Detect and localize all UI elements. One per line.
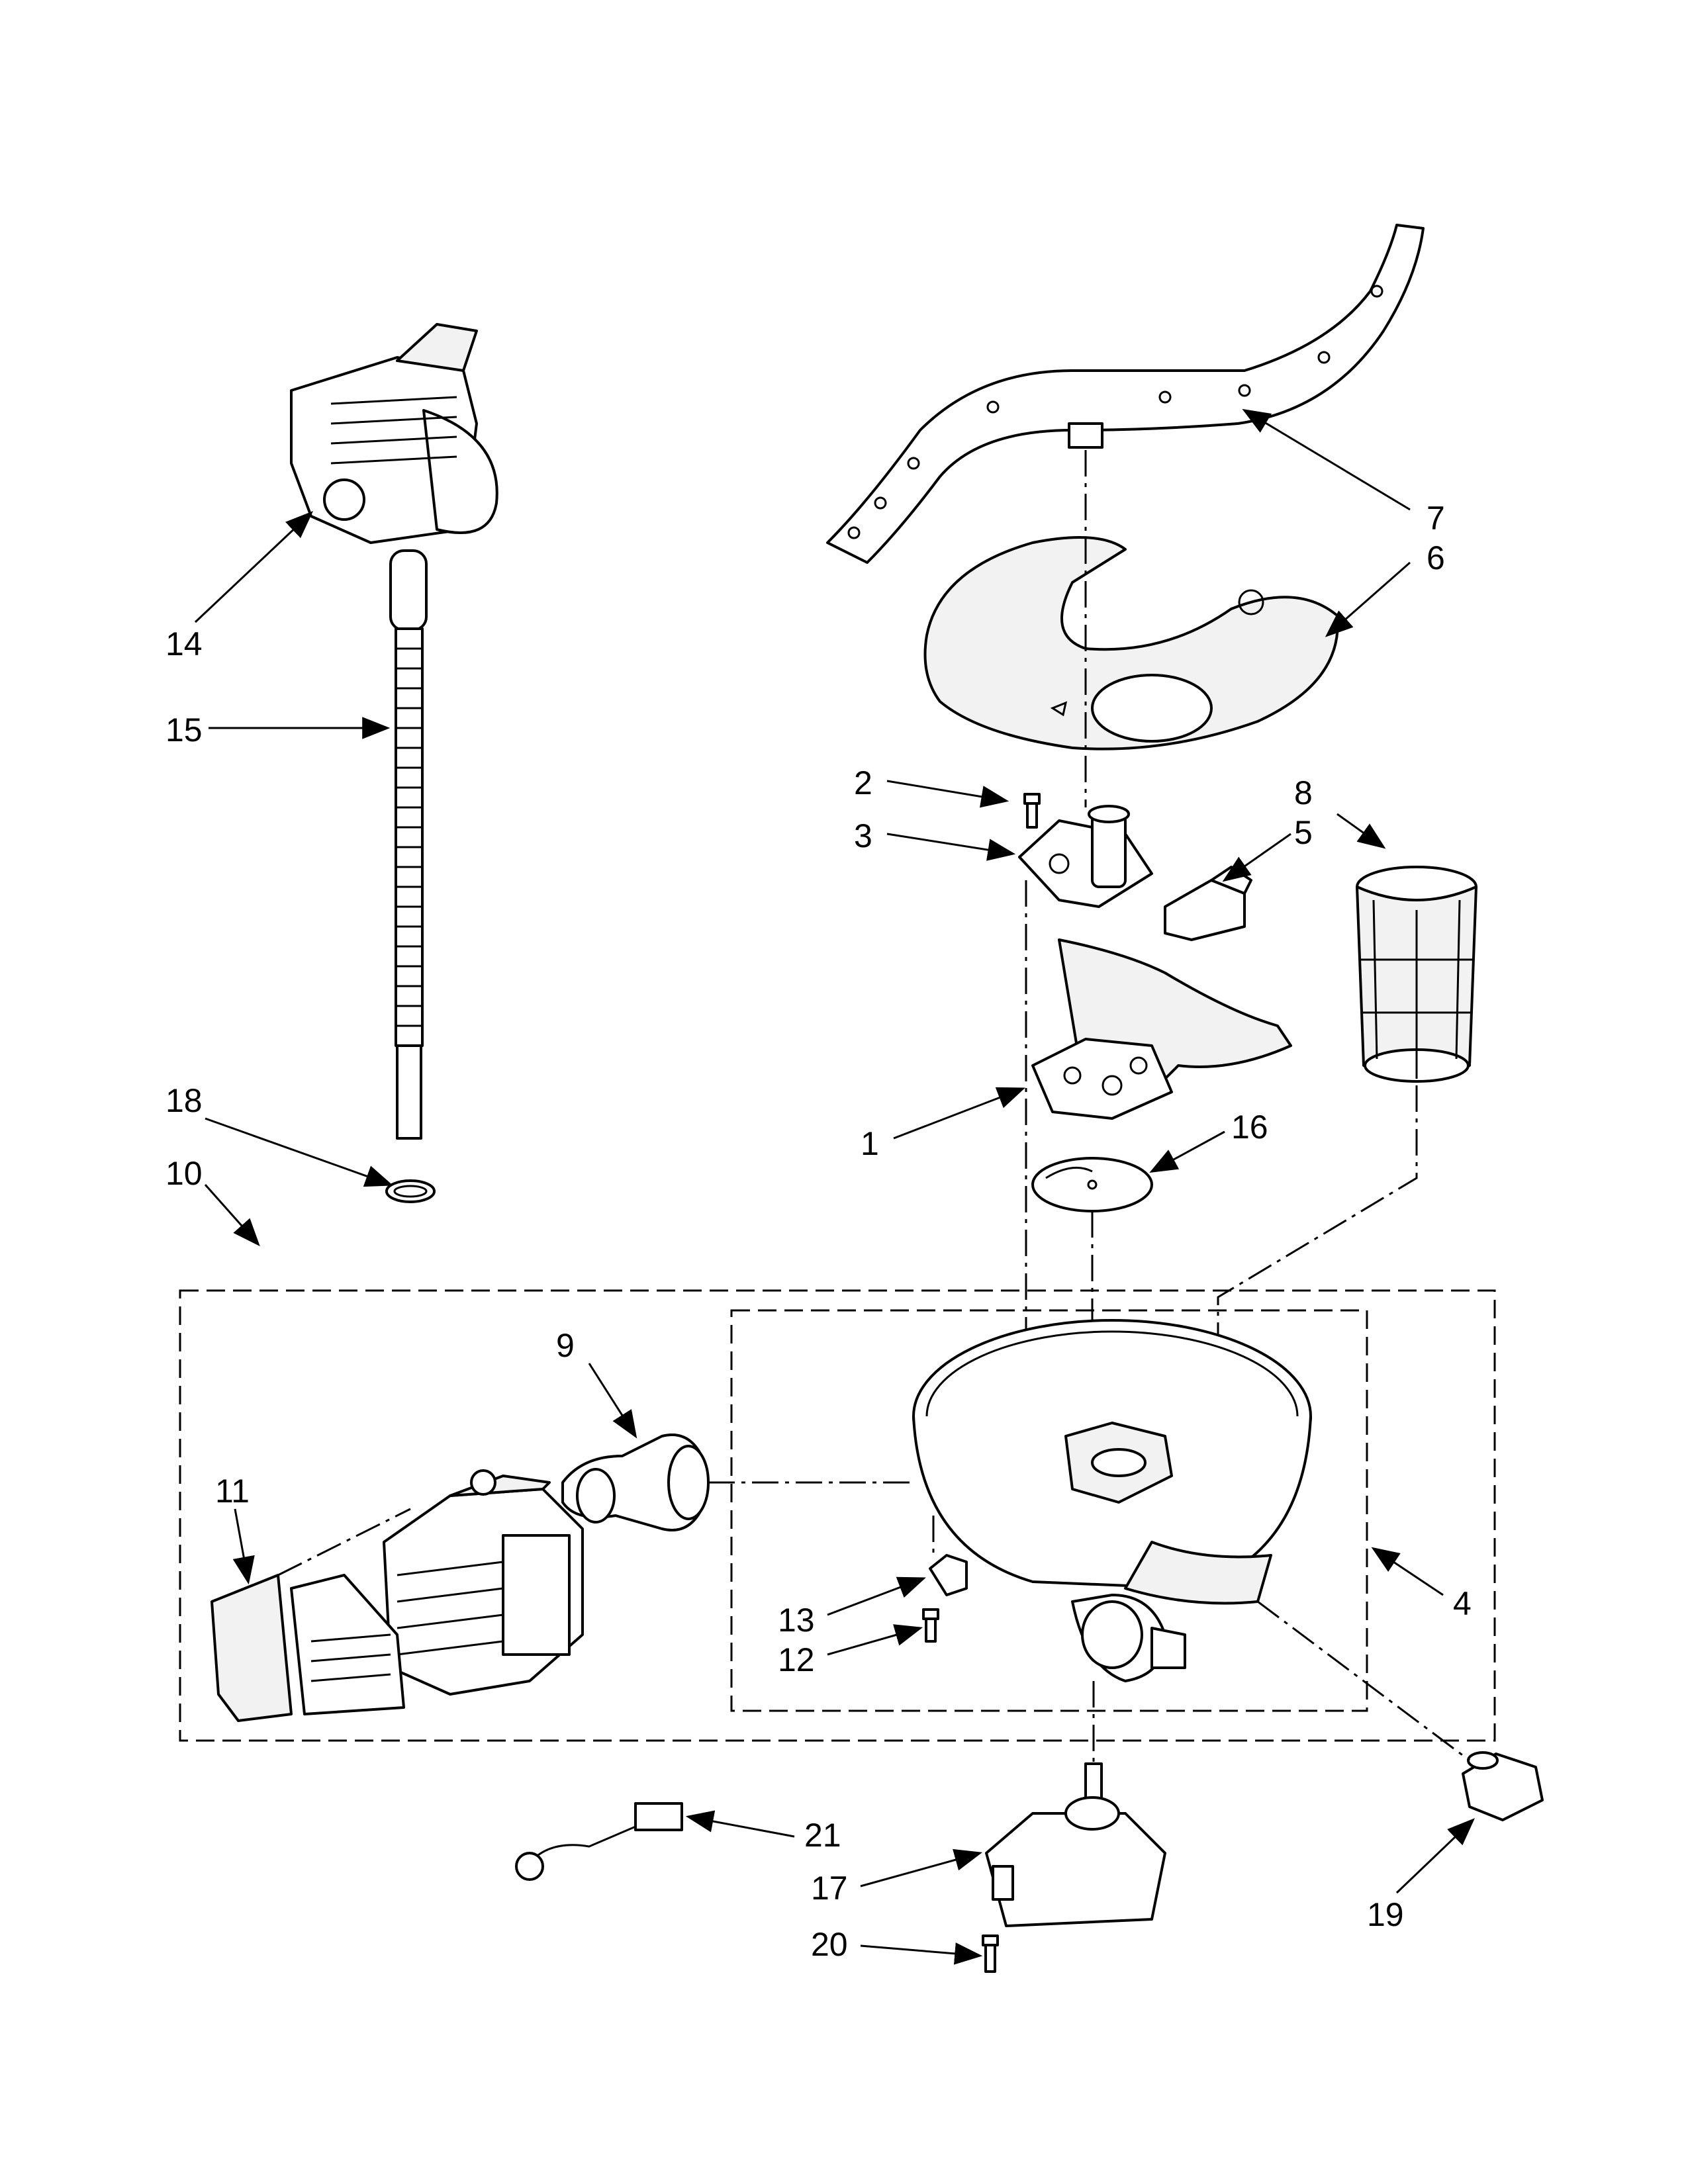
callout-20: 20 [811,1926,848,1963]
leader-lines [194,408,1476,1965]
motor-cover-part-11[interactable] [211,1574,405,1722]
sump-part-4[interactable] [912,1319,1312,1682]
callout-1: 1 [861,1125,879,1162]
bracket-part-3[interactable] [1018,805,1153,908]
assembly-4-box [730,1309,1368,1712]
callout-4: 4 [1453,1585,1472,1622]
callout-17: 17 [811,1870,848,1907]
diverter-motor-part-17[interactable] [985,1762,1166,1927]
callout-15: 15 [165,711,203,749]
callout-6: 6 [1427,539,1445,576]
callout-16: 16 [1231,1109,1268,1146]
callout-13: 13 [778,1602,815,1639]
hose-clamp-part-18[interactable] [385,1179,436,1203]
callout-3: 3 [854,817,872,854]
callout-10: 10 [165,1155,203,1192]
lower-spray-arm-part-7[interactable] [826,224,1425,564]
callout-19: 19 [1367,1896,1404,1933]
callout-14: 14 [165,625,203,662]
wash-motor[interactable] [383,1469,584,1696]
alignment-line-19-sump [1257,1600,1470,1762]
callout-11: 11 [215,1473,250,1510]
callout-labels: 7 6 2 3 5 8 1 16 14 15 18 10 9 11 4 13 1… [165,500,1472,1963]
alignment-line-8-sump [1217,1085,1418,1522]
filter-cover-part-6[interactable] [923,536,1339,751]
clip-part-5[interactable] [1164,866,1252,941]
bracket-part-13[interactable] [929,1554,968,1596]
disc-part-16[interactable] [1031,1157,1153,1212]
hose-part-9[interactable] [561,1433,710,1531]
alignment-line-11-motor [277,1508,411,1576]
thermistor-part-21[interactable] [515,1802,683,1881]
callout-7: 7 [1427,500,1445,537]
callout-12: 12 [778,1641,815,1678]
sensor-part-19[interactable] [1462,1751,1544,1821]
callout-2: 2 [854,764,872,801]
screw-part-2[interactable] [1023,793,1041,829]
callout-9: 9 [556,1327,575,1364]
callout-18: 18 [165,1082,203,1119]
assembly-10-box [179,1289,1496,1742]
screw-part-20[interactable] [982,1934,999,1973]
filter-basket-part-8[interactable] [1356,866,1477,1083]
filter-plate-part-1[interactable] [1031,938,1292,1120]
callout-8: 8 [1294,774,1313,811]
drain-hose-part-15[interactable] [389,549,428,1140]
screw-part-12[interactable] [922,1608,939,1643]
callout-21: 21 [804,1817,841,1854]
drain-pump-part-14[interactable] [290,323,498,544]
callout-5: 5 [1294,814,1313,851]
